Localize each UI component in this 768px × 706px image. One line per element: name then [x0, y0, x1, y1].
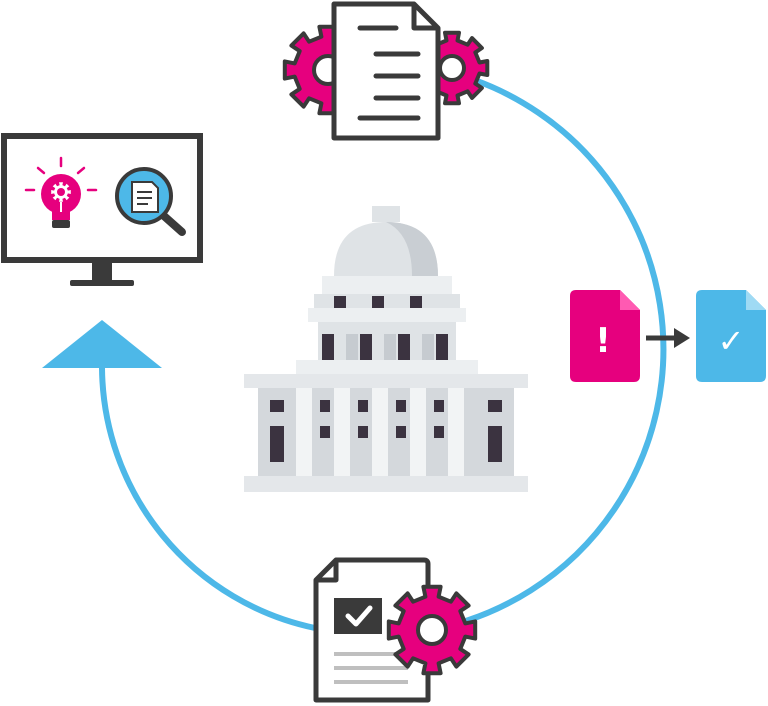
- monitor-with-idea-and-search-icon: [1, 133, 203, 286]
- lightbulb-icon: [24, 156, 98, 228]
- document-approval-icons: ! ✓: [570, 290, 766, 382]
- gear-icon: [51, 182, 71, 202]
- approved-document-icon: ✓: [696, 290, 766, 382]
- capitol-building-icon: [244, 206, 528, 492]
- gear-icon: [386, 584, 478, 676]
- arrow-right-icon: [646, 328, 690, 348]
- alert-document-icon: !: [570, 290, 640, 382]
- cycle-arc: [99, 67, 667, 638]
- document-with-gears-icon: [282, 1, 490, 141]
- check-glyph: ✓: [718, 322, 745, 360]
- document-search-icon: [115, 167, 186, 236]
- alert-glyph: !: [595, 321, 611, 361]
- checked-document-with-gear-icon: [313, 557, 478, 703]
- cycle-arrow-head-icon: [42, 320, 162, 368]
